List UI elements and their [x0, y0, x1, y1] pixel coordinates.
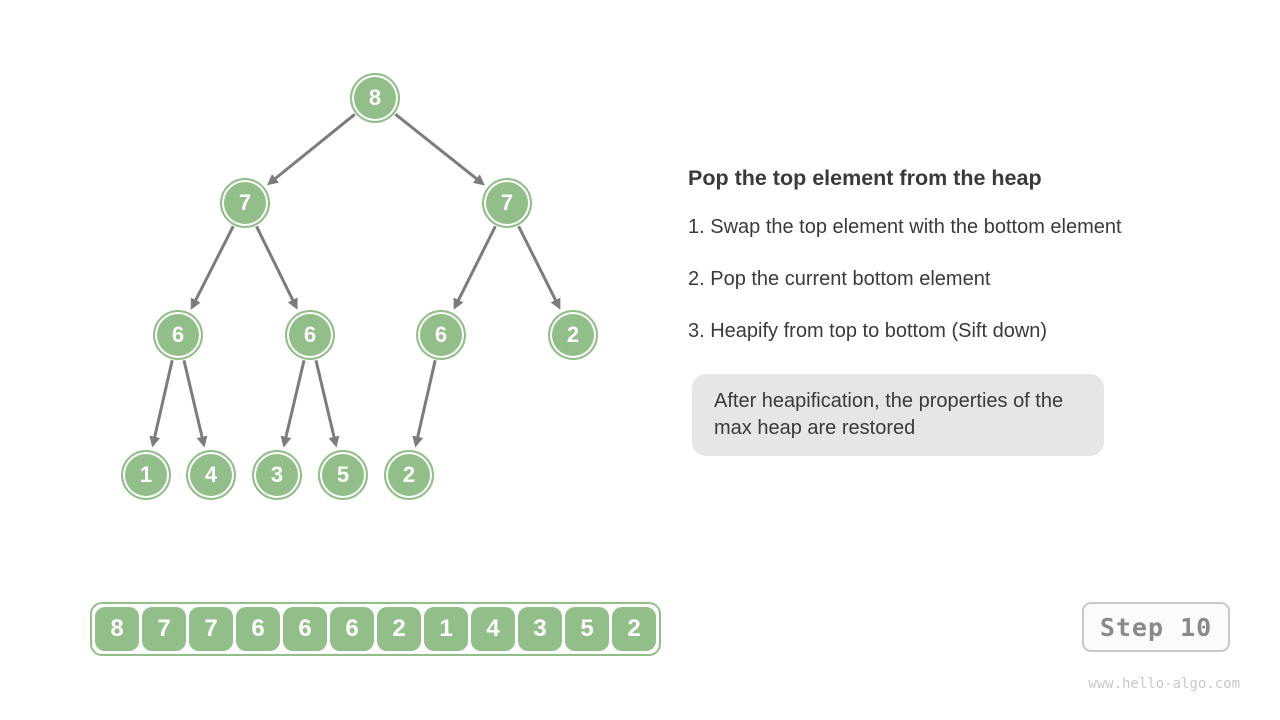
array-cell: 7 [189, 607, 233, 651]
panel-title: Pop the top element from the heap [688, 166, 1042, 190]
watermark: www.hello-algo.com [1088, 676, 1240, 692]
array-cell: 8 [95, 607, 139, 651]
tree-edge [149, 360, 174, 448]
tree-node: 2 [548, 310, 598, 360]
tree-node: 6 [153, 310, 203, 360]
tree-node: 2 [384, 450, 434, 500]
array-cell: 6 [330, 607, 374, 651]
tree-node: 5 [318, 450, 368, 500]
tree-edge [517, 225, 561, 310]
step-badge: Step 10 [1082, 602, 1230, 652]
array-cell: 1 [424, 607, 468, 651]
tree-edge [182, 359, 208, 448]
instruction-step-1: 1. Swap the top element with the bottom … [688, 216, 1122, 238]
array-cell: 5 [565, 607, 609, 651]
array-cell: 2 [377, 607, 421, 651]
step-badge-label: Step 10 [1099, 612, 1213, 642]
tree-node: 3 [252, 450, 302, 500]
callout-note: After heapification, the properties of t… [692, 374, 1104, 456]
tree-node: 7 [482, 178, 532, 228]
array-cell: 2 [612, 607, 656, 651]
tree-node: 6 [416, 310, 466, 360]
tree-edge [394, 113, 485, 186]
tree-node: 6 [285, 310, 335, 360]
array-cell: 3 [518, 607, 562, 651]
tree-node: 8 [350, 73, 400, 123]
tree-edge [453, 225, 497, 310]
tree-edge [412, 360, 437, 448]
array-cell: 7 [142, 607, 186, 651]
instruction-step-2: 2. Pop the current bottom element [688, 268, 991, 290]
tree-edge [314, 359, 340, 448]
tree-edge [190, 225, 235, 310]
array-cell: 6 [283, 607, 327, 651]
tree-node: 4 [186, 450, 236, 500]
instruction-step-3: 3. Heapify from top to bottom (Sift down… [688, 320, 1048, 342]
tree-node: 7 [220, 178, 270, 228]
tree-edge [255, 225, 298, 310]
tree-edge [280, 359, 306, 448]
tree-node: 1 [121, 450, 171, 500]
array-cell: 4 [471, 607, 515, 651]
array-cell: 6 [236, 607, 280, 651]
tree-edge [266, 113, 356, 186]
